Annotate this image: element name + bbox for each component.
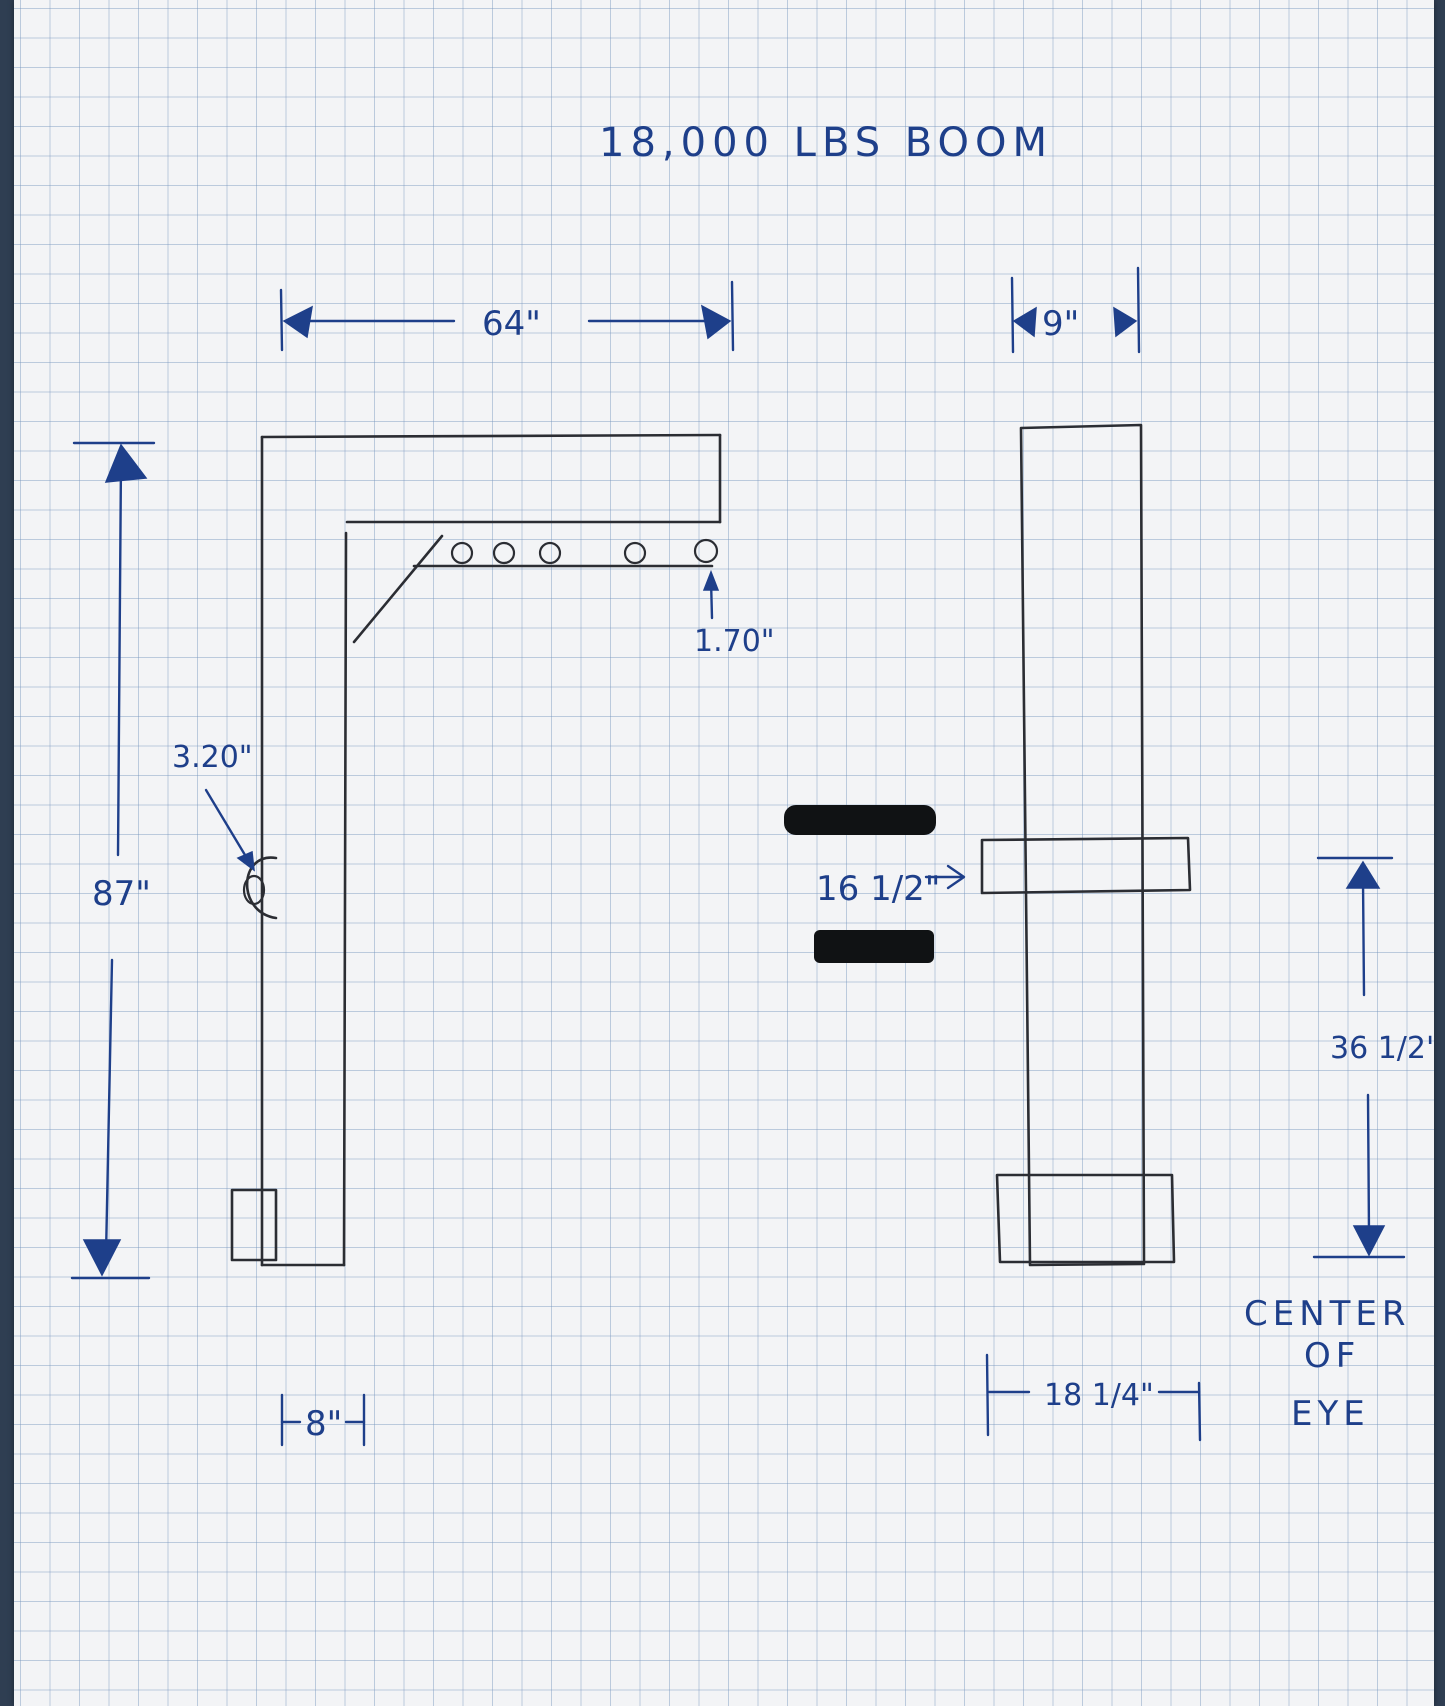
gusset-line bbox=[352, 534, 444, 644]
redacted-scribble-upper bbox=[784, 805, 936, 835]
front-view bbox=[230, 433, 722, 1267]
front-eye-arc bbox=[245, 856, 278, 920]
leg-width-label: 8" bbox=[305, 1404, 342, 1444]
front-base-block bbox=[230, 1188, 278, 1262]
front-eye bbox=[242, 874, 266, 906]
drawing-title: 18,000 LBS BOOM bbox=[599, 120, 1053, 166]
boom-drawing: 18,000 LBS BOOM bbox=[70, 120, 1434, 1447]
dim-hole-spacing: 1.70" bbox=[694, 569, 775, 659]
collar-height-label: 16 1/2" bbox=[816, 869, 940, 909]
graph-paper-sheet: 18,000 LBS BOOM bbox=[14, 0, 1434, 1706]
hole-spacing-label: 1.70" bbox=[694, 624, 775, 659]
center-note-line3: EYE bbox=[1291, 1394, 1370, 1434]
eye-offset-label: 3.20" bbox=[172, 740, 253, 775]
side-top-width-label: 9" bbox=[1042, 304, 1079, 344]
side-view bbox=[980, 423, 1192, 1267]
width-top-label: 64" bbox=[482, 304, 541, 344]
hole-4 bbox=[623, 541, 647, 565]
redacted-scribble-lower bbox=[814, 930, 934, 963]
dim-width-top: 64" bbox=[279, 280, 735, 352]
side-column bbox=[1019, 423, 1146, 1267]
dim-leg-width: 8" bbox=[280, 1393, 366, 1447]
dim-base-width: 18 1/4" bbox=[985, 1353, 1202, 1442]
eye-height-label: 36 1/2" bbox=[1330, 1031, 1434, 1066]
dim-eye-height: 36 1/2" bbox=[1312, 856, 1434, 1259]
hole-1 bbox=[450, 541, 474, 565]
side-base bbox=[995, 1173, 1176, 1264]
dim-side-top-width: 9" bbox=[1010, 266, 1141, 354]
center-note-line2: OF bbox=[1304, 1336, 1360, 1376]
center-note-line1: CENTER bbox=[1244, 1294, 1411, 1334]
center-of-eye-note: CENTER OF EYE bbox=[1244, 1294, 1411, 1434]
height-left-label: 87" bbox=[92, 874, 151, 914]
front-top-edge bbox=[260, 433, 722, 439]
front-inner-leg-edge bbox=[342, 531, 348, 1267]
side-collar bbox=[980, 836, 1192, 895]
hole-2 bbox=[492, 541, 516, 565]
dim-collar-height: 16 1/2" bbox=[816, 864, 966, 909]
dim-height-left: 87" bbox=[70, 441, 156, 1280]
dim-eye-offset: 3.20" bbox=[172, 740, 255, 872]
hole-3 bbox=[538, 541, 562, 565]
base-width-label: 18 1/4" bbox=[1044, 1378, 1154, 1413]
hole-5 bbox=[693, 538, 719, 564]
